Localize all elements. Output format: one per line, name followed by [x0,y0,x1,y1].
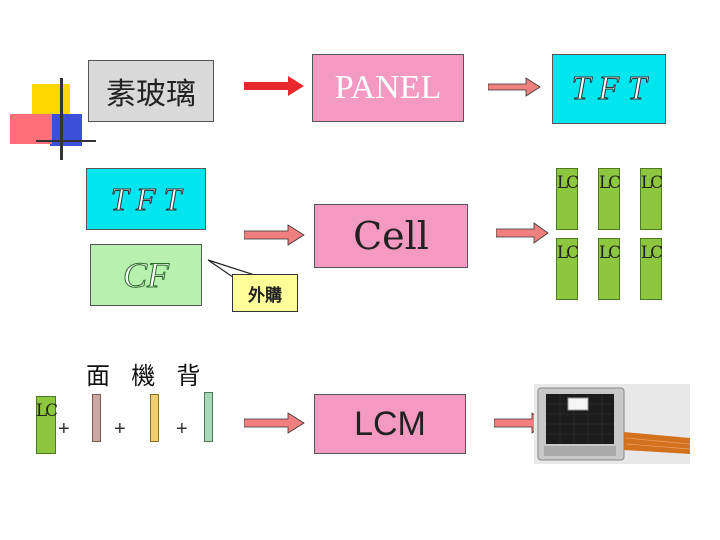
tft-left-box: T F T [86,168,206,230]
lc-chip-label: LC [556,173,579,193]
raw-glass-label: 素玻璃 [106,77,196,112]
lc-chip: LC [598,168,621,230]
lcm-lc-chip: LC [35,396,58,454]
arrow-glass-to-panel [244,76,304,96]
lc-chip: LC [640,168,663,230]
tft-top-label: T F T [571,70,647,108]
backlight-bar [204,392,213,442]
plus-sign: + [58,418,70,440]
cell-label: Cell [353,214,429,258]
plus-sign: + [176,418,188,440]
panel-box: PANEL [312,54,464,122]
lcm-label: LCM [354,404,426,443]
lc-chip: LC [556,168,579,230]
lcm-module-photo [534,384,690,464]
front-panel-bar [92,394,101,442]
deco-horizontal-line [36,140,96,142]
outsource-box: 外購 [232,274,298,312]
lcm-box: LCM [314,394,466,454]
panel-label: PANEL [334,69,442,106]
raw-glass-box: 素玻璃 [88,60,214,122]
machine-bar [150,394,159,442]
lcm-lc-label: LC [35,401,58,421]
tft-left-label: T F T [110,180,182,217]
arrow-to-cell [244,224,305,246]
lc-chip: LC [556,238,579,300]
arrow-panel-to-tft [488,77,541,97]
lc-chip-label: LC [598,173,621,193]
lc-chip: LC [640,238,663,300]
cell-box: Cell [314,204,468,268]
deco-vertical-line [60,78,63,160]
lc-chip-label: LC [640,243,663,263]
parts-label: 面 機 背 [86,362,203,390]
outsource-label: 外購 [248,285,282,306]
arrow-cell-to-lc [496,222,549,244]
arrow-to-lcm [244,412,305,434]
lc-chip: LC [598,238,621,300]
cf-box: CF [90,244,202,306]
cf-label: CF [122,255,169,296]
lc-chip-label: LC [556,243,579,263]
plus-sign: + [114,418,126,440]
tft-top-box: T F T [552,54,666,124]
lc-chip-label: LC [640,173,663,193]
lc-chip-label: LC [598,243,621,263]
deco-pink-square [10,114,52,144]
